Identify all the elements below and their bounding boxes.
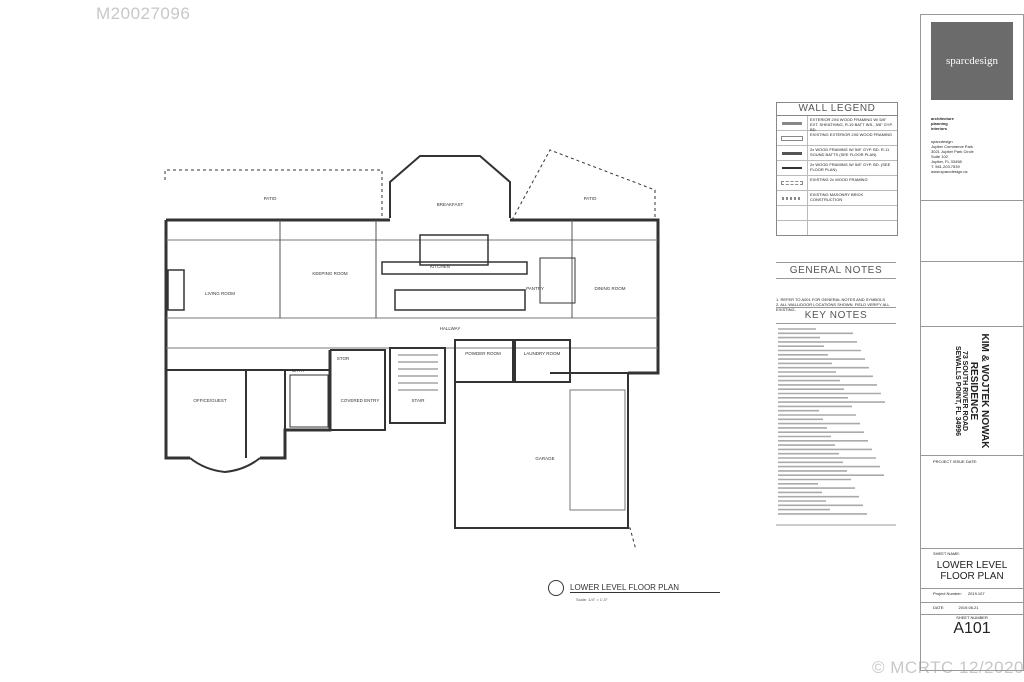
kitchen-island: [419, 234, 489, 266]
patio-left-outline: [164, 169, 383, 220]
pantry-box: [539, 257, 576, 304]
sheet-name-label: SHEET NAME:: [933, 551, 961, 556]
legend-row: EXISTING MASONRY BRICK CONSTRUCTION: [777, 191, 897, 206]
sheet-date: 2019.06.21: [958, 605, 979, 610]
architect-seal-area: [921, 200, 1023, 261]
fireplace: [167, 269, 185, 311]
plan-title: LOWER LEVEL FLOOR PLAN: [570, 583, 720, 593]
stair-box: [389, 347, 446, 424]
sheet-name-line1: LOWER LEVEL: [936, 560, 1008, 571]
project-issue-label: PROJECT ISSUE DATE:: [933, 459, 978, 464]
laundry-room-walls: [514, 339, 571, 383]
legend-row: 2x WOOD FRAMING W/ 5/8" GYP. BD. R-11 SO…: [777, 146, 897, 161]
room-label-covered-entry: COVERED ENTRY: [341, 398, 380, 403]
legend-row: EXTERIOR 2X6 WOOD FRAMING W/ 5/8" EXT. S…: [777, 116, 897, 132]
project-number: 2019.107: [967, 591, 985, 596]
legend-row-text: EXISTING 2x WOOD FRAMING: [810, 177, 868, 182]
garage-parking-rect: [569, 389, 626, 511]
project-client-title: KIM & WOJTEK NOWAK RESIDENCE: [968, 333, 990, 449]
room-label-patio-left: PATIO: [264, 196, 277, 201]
key-notes: KEY NOTES: [776, 307, 896, 324]
copyright-watermark: © MCRTC 12/2020: [872, 658, 1024, 677]
firm-address-line: T. 561.203.7539: [931, 164, 960, 169]
room-label-laundry: LAUNDRY ROOM: [524, 351, 561, 356]
project-title-area: KIM & WOJTEK NOWAK RESIDENCE 73 SOUTH RI…: [921, 326, 1023, 455]
title-block: sparcdesign architecture planning interi…: [920, 14, 1024, 671]
legend-row-text: 2x WOOD FRAMING W/ 5/8" GYP. BD. R-11 SO…: [810, 147, 890, 157]
room-label-powder: POWDER ROOM: [465, 351, 501, 356]
project-address-line2: SEWALLS POINT, FL 34996: [954, 345, 961, 437]
room-label-stor: STOR: [337, 356, 350, 361]
firm-logo: sparcdesign: [931, 22, 1013, 100]
room-label-patio-right: PATIO: [584, 196, 597, 201]
firm-address-line: 3021 Jupiter Park Circle: [931, 149, 974, 154]
breakfast-bay-wall: [389, 155, 511, 218]
office-walls: [166, 369, 330, 458]
exterior-wall-left: [164, 220, 332, 460]
sheet-name-line2: FLOOR PLAN: [940, 571, 1004, 582]
legend-row: 2x WOOD FRAMING W/ 5/8" GYP. BD. (SEE FL…: [777, 161, 897, 176]
kitchen-lower-counter: [394, 289, 526, 311]
listing-id-watermark: M20027096: [96, 4, 191, 23]
garage-apron: [455, 527, 637, 551]
floor-plan-drawing: PATIO PATIO BREAKFAST LIVING ROOM KEEPIN…: [164, 149, 660, 551]
legend-row-text: EXTERIOR 2X6 WOOD FRAMING W/ 5/8" EXT. S…: [810, 117, 893, 132]
date-label: DATE:: [933, 605, 945, 610]
garage-walls: [454, 372, 629, 529]
room-label-hallway: HALLWAY: [440, 326, 461, 331]
exterior-wall-top: [166, 218, 660, 375]
firm-address-line: Jupiter, FL 33458: [931, 159, 962, 164]
room-label-kitchen: KITCHEN: [430, 264, 450, 269]
project-number-label: Project Number:: [933, 591, 962, 596]
general-note-item: 2. ALL WALL/DOOR LOCATIONS SHOWN. FIELD …: [776, 302, 890, 312]
room-label-pantry: PANTRY: [526, 286, 544, 291]
general-notes-title: GENERAL NOTES: [776, 262, 896, 279]
room-label-living: LIVING ROOM: [205, 291, 235, 296]
firm-address-line: Suite 102: [931, 154, 948, 159]
key-notes-title: KEY NOTES: [776, 307, 896, 324]
room-label-bath: BATH: [292, 368, 304, 373]
patio-right-outline: [511, 149, 656, 221]
general-note-item: 1. REFER TO A001 FOR GENERAL NOTES AND S…: [776, 297, 886, 302]
general-notes: GENERAL NOTES 1. REFER TO A001 FOR GENER…: [776, 262, 896, 312]
firm-tagline-1: architecture: [931, 116, 954, 121]
plan-title-marker: [548, 580, 564, 596]
bath-box: [289, 374, 329, 428]
copyright-area: [921, 261, 1023, 326]
firm-tagline-3: interiors: [931, 126, 948, 131]
key-notes-lines: [776, 328, 896, 526]
plan-scale: Scale: 1/4" = 1'-0": [576, 597, 608, 602]
sheet-number-label: SHEET NUMBER: [921, 614, 1023, 620]
firm-address-line: Jupiter Commerce Park: [931, 144, 974, 149]
room-label-keeping: KEEPING ROOM: [312, 271, 348, 276]
room-label-dining: DINING ROOM: [595, 286, 626, 291]
room-label-garage: GARAGE: [535, 456, 554, 461]
legend-row-text: EXISTING MASONRY BRICK CONSTRUCTION: [810, 192, 864, 202]
kitchen-upper-counter: [381, 261, 528, 275]
powder-room-walls: [454, 339, 514, 383]
firm-logo-text: sparcdesign: [946, 55, 998, 67]
sheet-number: A101: [953, 620, 991, 637]
firm-tagline-2: planning: [931, 121, 948, 126]
interior-lines: [166, 239, 658, 349]
firm-address-line: sparcdesign: [931, 139, 953, 144]
sheet-name: LOWER LEVEL FLOOR PLAN: [921, 560, 1023, 582]
legend-row-text: 2x WOOD FRAMING W/ 5/8" GYP. BD. (SEE FL…: [810, 162, 891, 172]
interior-partitions: [279, 220, 573, 318]
firm-address-line: www.sparcdesign.us: [931, 169, 968, 174]
wall-legend-title: WALL LEGEND: [777, 103, 897, 116]
project-address-line1: 73 SOUTH RIVER ROAD: [961, 350, 968, 432]
entry-walls: [330, 349, 386, 431]
stair-treads: [398, 354, 438, 391]
room-label-office: OFFICE/GUEST: [193, 398, 227, 403]
room-label-stair: STAIR: [412, 398, 426, 403]
office-bay-wall: [189, 457, 261, 474]
wall-legend: WALL LEGEND EXTERIOR 2X6 WOOD FRAMING W/…: [776, 102, 898, 236]
legend-row-text: EXISTING EXTERIOR 2X6 WOOD FRAMING: [810, 132, 893, 137]
legend-row: EXISTING EXTERIOR 2X6 WOOD FRAMING: [777, 131, 897, 146]
legend-row: EXISTING 2x WOOD FRAMING: [777, 176, 897, 191]
room-label-breakfast: BREAKFAST: [437, 202, 464, 207]
